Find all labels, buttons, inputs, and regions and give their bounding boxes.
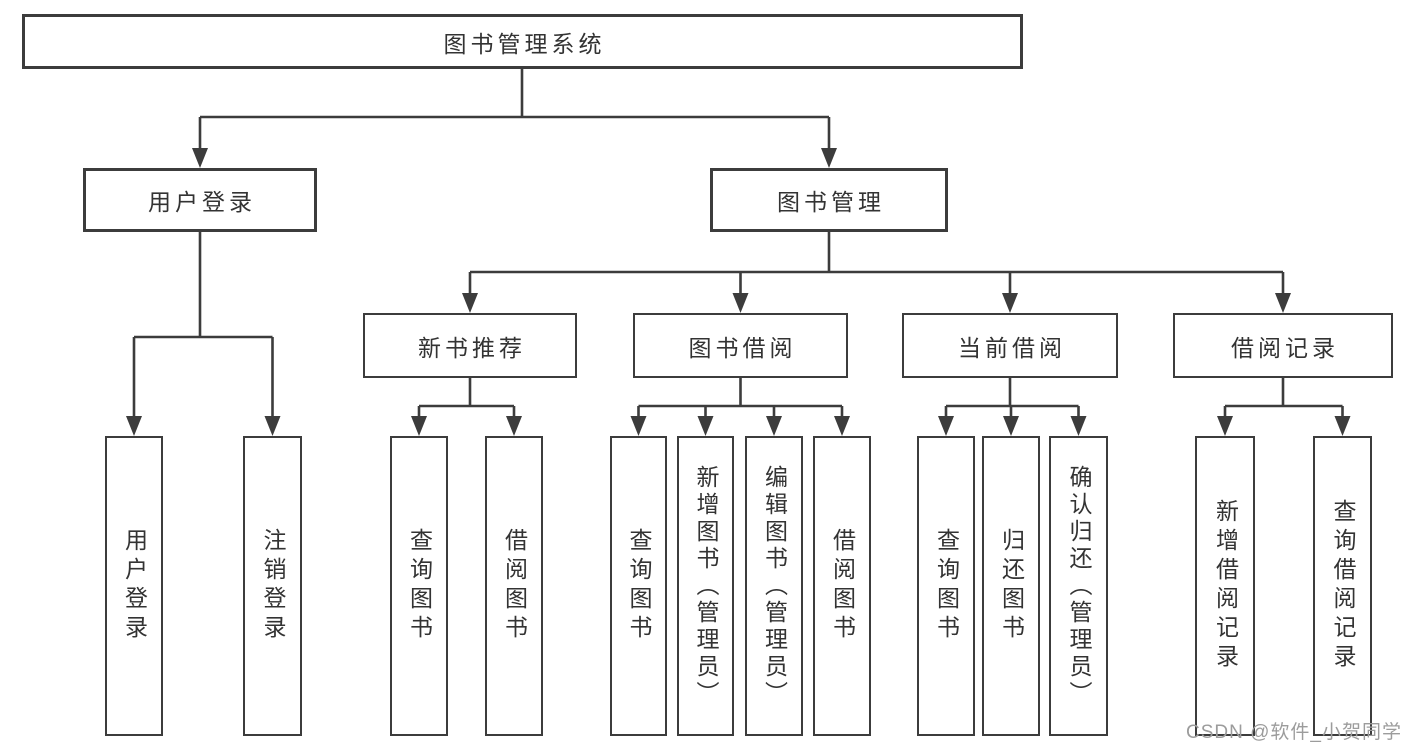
- leaf-return-books-label: 归还图书: [998, 528, 1025, 644]
- node-new-book-recommend: 新书推荐: [363, 313, 577, 378]
- node-book-borrow-label: 图书借阅: [688, 334, 797, 361]
- node-book-management-branch-label: 图书管理: [777, 189, 885, 215]
- leaf-query-books-current-label: 查询图书: [933, 528, 960, 644]
- leaf-logout: 注销登录: [243, 436, 302, 736]
- leaf-query-books-recommend: 查询图书: [390, 436, 448, 736]
- leaf-user-login-label: 用户登录: [121, 528, 148, 644]
- leaf-logout-label: 注销登录: [260, 528, 286, 644]
- connector-paths: [132, 69, 1344, 418]
- csdn-watermark: CSDN @软件_小贺同学: [1186, 722, 1402, 743]
- leaf-return-books: 归还图书: [982, 436, 1040, 736]
- leaf-query-books-current: 查询图书: [917, 436, 975, 736]
- node-system-root: 图书管理系统: [22, 14, 1023, 69]
- leaf-query-borrow-record-label: 查询借阅记录: [1330, 499, 1356, 673]
- node-current-borrow: 当前借阅: [902, 313, 1118, 378]
- node-book-borrow: 图书借阅: [633, 313, 848, 378]
- leaf-add-borrow-record-label: 新增借阅记录: [1212, 499, 1239, 673]
- leaf-confirm-return-admin: 确认归还（管理员）: [1049, 436, 1108, 736]
- leaf-edit-books-admin-label: 编辑图书（管理员）: [761, 464, 788, 708]
- leaf-edit-books-admin: 编辑图书（管理员）: [745, 436, 803, 736]
- leaf-query-books-recommend-label: 查询图书: [406, 528, 433, 644]
- leaf-user-login: 用户登录: [105, 436, 163, 736]
- leaf-add-borrow-record: 新增借阅记录: [1195, 436, 1255, 736]
- leaf-query-books-borrow: 查询图书: [610, 436, 667, 736]
- connector-arrowheads: [126, 148, 1351, 436]
- node-user-login-branch: 用户登录: [83, 168, 317, 232]
- leaf-confirm-return-admin-label: 确认归还（管理员）: [1066, 464, 1092, 708]
- leaf-borrow-books-recommend-label: 借阅图书: [501, 528, 528, 644]
- node-borrow-record: 借阅记录: [1173, 313, 1393, 378]
- leaf-query-books-borrow-label: 查询图书: [626, 528, 652, 644]
- leaf-query-borrow-record: 查询借阅记录: [1313, 436, 1372, 736]
- node-new-book-recommend-label: 新书推荐: [418, 334, 526, 361]
- node-system-root-label: 图书管理系统: [443, 30, 606, 57]
- node-current-borrow-label: 当前借阅: [958, 334, 1066, 361]
- node-book-management-branch: 图书管理: [710, 168, 948, 232]
- leaf-borrow-books-recommend: 借阅图书: [485, 436, 543, 736]
- leaf-borrow-books: 借阅图书: [813, 436, 871, 736]
- leaf-borrow-books-label: 借阅图书: [829, 528, 856, 644]
- leaf-add-books-admin-label: 新增图书（管理员）: [693, 464, 719, 708]
- node-user-login-branch-label: 用户登录: [148, 189, 256, 215]
- node-borrow-record-label: 借阅记录: [1231, 334, 1339, 361]
- leaf-add-books-admin: 新增图书（管理员）: [677, 436, 734, 736]
